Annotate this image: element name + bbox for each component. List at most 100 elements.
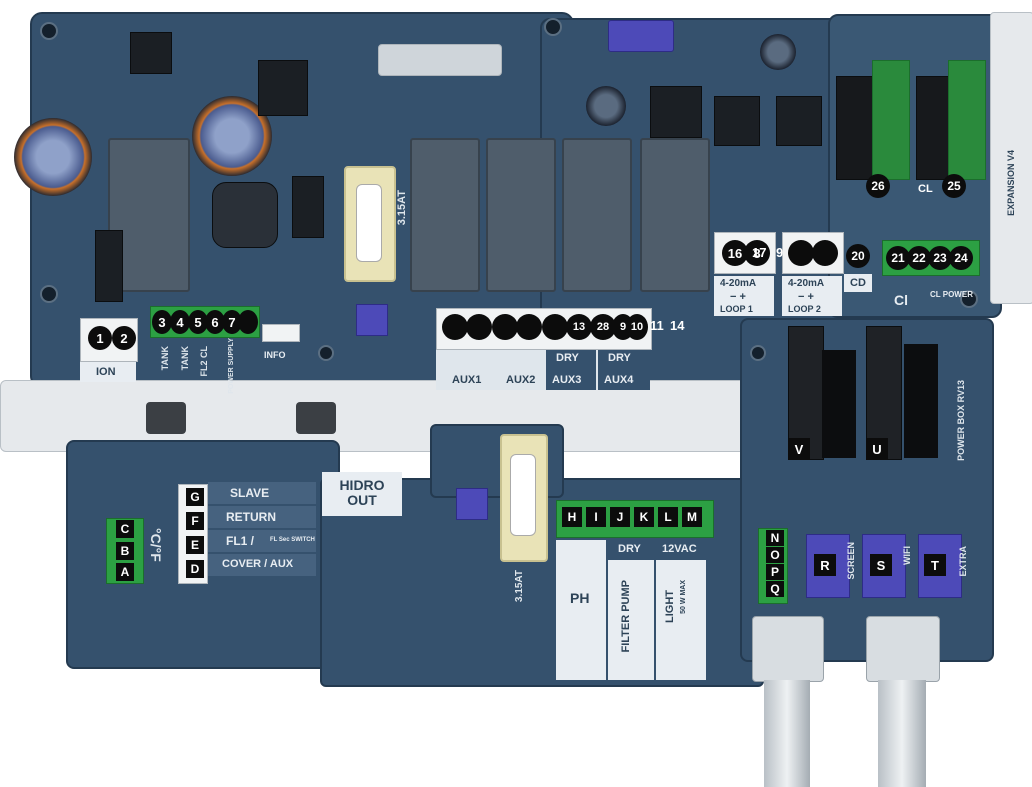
hidro-out-box: [322, 472, 402, 516]
light-label: LIGHT: [664, 590, 676, 623]
mount-hole: [40, 22, 58, 40]
aux4-box: [598, 350, 650, 390]
power-supply-label: POWER SUPPLY: [228, 338, 235, 394]
marker-G: G: [186, 488, 204, 506]
fl2-label: FL2 CL: [199, 346, 209, 377]
aux3-box: [546, 350, 596, 390]
fuse-top-jumper[interactable]: [356, 304, 388, 336]
marker-1: 1: [88, 326, 112, 350]
dry4-label: DRY: [608, 352, 631, 364]
top-blue-connector[interactable]: [608, 20, 674, 52]
expansion-label: EXPANSION V4: [1006, 150, 1016, 216]
marker-10: 10: [626, 314, 648, 340]
marker-26: 26: [866, 174, 890, 198]
marker-E: E: [186, 536, 204, 554]
loop2-label-box: [782, 276, 842, 316]
bracket-slot: [146, 402, 186, 434]
marker-blank: [466, 314, 492, 340]
inductor: [212, 182, 278, 248]
marker-6: 6: [205, 310, 225, 334]
marker-B: B: [116, 542, 134, 560]
dry-filter-box: [608, 540, 654, 560]
info-label: INFO: [264, 350, 286, 360]
marker-28: 28: [590, 314, 616, 340]
power-box-socket-inner: [904, 344, 938, 458]
fuse-bottom-label: 3.15AT: [514, 570, 525, 603]
power-box-label: POWER BOX RV13: [956, 380, 966, 461]
screen-connector[interactable]: [806, 534, 850, 598]
marker-blank: [788, 240, 814, 266]
hidro-out-label: HIDRO OUT: [339, 477, 385, 508]
power-box-socket: [866, 326, 902, 460]
marker-7: 7: [222, 310, 242, 334]
bnc-connector-right-body[interactable]: [866, 616, 940, 682]
slave-label: SLAVE: [230, 486, 270, 500]
marker-K: K: [634, 507, 654, 527]
marker-F: F: [186, 512, 204, 530]
relay-aux3: [562, 138, 632, 292]
marker-N: N: [766, 530, 784, 546]
mount-hole: [318, 345, 334, 361]
vac-label: 12VAC: [662, 543, 697, 555]
cl-power-label: CL POWER: [930, 290, 973, 299]
ic-chip: [776, 96, 822, 146]
aux1-label: AUX1: [452, 374, 482, 386]
expansion-header-26[interactable]: [872, 60, 910, 180]
marker-16: 16: [722, 240, 748, 266]
ic-chip: [714, 96, 760, 146]
ion-label-box: [80, 362, 136, 382]
info-header[interactable]: [262, 324, 300, 342]
marker-17: 17: [752, 245, 767, 260]
cd-label: CD: [850, 277, 866, 289]
pm2-label: − +: [798, 291, 814, 303]
tank-label: TANK: [160, 346, 170, 371]
ic-chip: [650, 86, 702, 138]
marker-5: 5: [188, 310, 208, 334]
loop1-label: LOOP 1: [720, 304, 753, 314]
fuse-top-label: 3.15AT: [396, 190, 408, 226]
marker-M: M: [682, 507, 702, 527]
marker-13: 13: [566, 314, 592, 340]
marker-blank: [492, 314, 518, 340]
relay-aux2: [486, 138, 556, 292]
fuse-bottom-jumper[interactable]: [456, 488, 488, 520]
aux3-label: AUX3: [552, 374, 582, 386]
ic-chip: [130, 32, 172, 74]
temp-label: °C/°F: [148, 528, 164, 562]
fuse-bottom-glass: [510, 454, 536, 536]
capacitor-small: [760, 34, 796, 70]
marker-H: H: [562, 507, 582, 527]
marker-P: P: [766, 564, 784, 580]
marker-23: 23: [928, 246, 952, 270]
fl1-label-box: [208, 530, 316, 552]
top-screw-terminal[interactable]: [378, 44, 502, 76]
screen-label: SCREEN: [846, 542, 856, 580]
relay-aux4: [640, 138, 710, 292]
filter-pump-label: FILTER PUMP: [620, 580, 632, 653]
marker-25: 25: [942, 174, 966, 198]
marker-blank: [542, 314, 568, 340]
cl-sub-label: Cl: [894, 292, 908, 308]
marker-L: L: [658, 507, 678, 527]
ma1-label: 4-20mA: [720, 278, 757, 289]
marker-24: 24: [949, 246, 973, 270]
marker-T: T: [924, 554, 946, 576]
marker-S: S: [870, 554, 892, 576]
fl1-small-label: FL Sec SWITCH: [270, 537, 315, 543]
expansion-header-25[interactable]: [948, 60, 986, 180]
marker-11: 11: [650, 318, 664, 333]
bnc-connector-left-body[interactable]: [752, 616, 824, 682]
marker-blank: [442, 314, 468, 340]
marker-D: D: [186, 560, 204, 578]
cl-top-label: CL: [918, 183, 933, 195]
ph-label: PH: [570, 590, 590, 606]
power-box-socket-inner: [822, 350, 856, 458]
marker-19: 9: [776, 245, 784, 260]
cover-label-box: [208, 554, 316, 576]
capacitor: [14, 118, 92, 196]
slave-label-box: [208, 482, 316, 504]
return-label-box: [208, 506, 316, 528]
cover-aux-label: COVER / AUX: [222, 558, 294, 570]
marker-R: R: [814, 554, 836, 576]
